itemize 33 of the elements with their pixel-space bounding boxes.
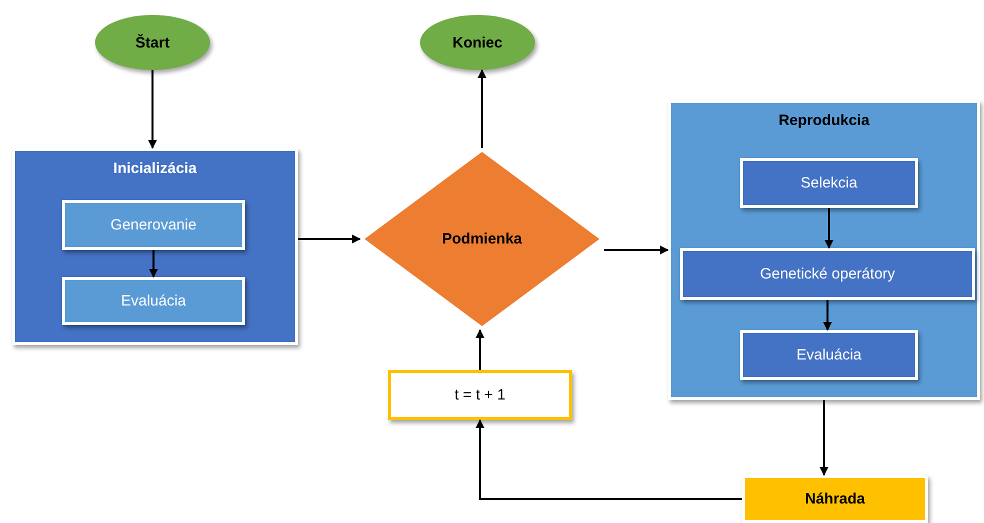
arrow (824, 208, 834, 249)
node-label: Genetické operátory (758, 266, 896, 282)
arrow (604, 246, 669, 254)
process-group (668, 100, 980, 400)
terminal-ellipse (420, 15, 535, 70)
terminal-ellipse (95, 15, 210, 70)
group-title: Inicializácia (112, 160, 198, 177)
process-box (740, 330, 918, 380)
node-label: Podmienka (440, 230, 524, 248)
node-label: Selekcia (800, 174, 858, 192)
process-box (62, 200, 245, 250)
arrow (298, 234, 361, 244)
process-box (388, 370, 572, 420)
node-label: t = t + 1 (454, 386, 506, 404)
arrow (148, 70, 157, 149)
node-label: Koniec (451, 34, 504, 51)
process-box (742, 475, 928, 523)
arrow (823, 300, 832, 331)
group-title: Reprodukcia (778, 112, 870, 129)
process-box (62, 277, 245, 325)
node-label: Generovanie (110, 216, 198, 234)
arrow (820, 400, 828, 476)
arrow (149, 250, 158, 278)
process-box (740, 158, 918, 208)
node-label: Štart (134, 34, 171, 51)
arrow (476, 329, 484, 370)
process-box (680, 248, 975, 300)
arrow (476, 419, 742, 500)
node-label: Evaluácia (795, 346, 863, 364)
node-label: Náhrada (804, 490, 866, 508)
arrow (478, 69, 486, 148)
node-label: Evaluácia (120, 292, 188, 310)
process-group (12, 148, 298, 345)
